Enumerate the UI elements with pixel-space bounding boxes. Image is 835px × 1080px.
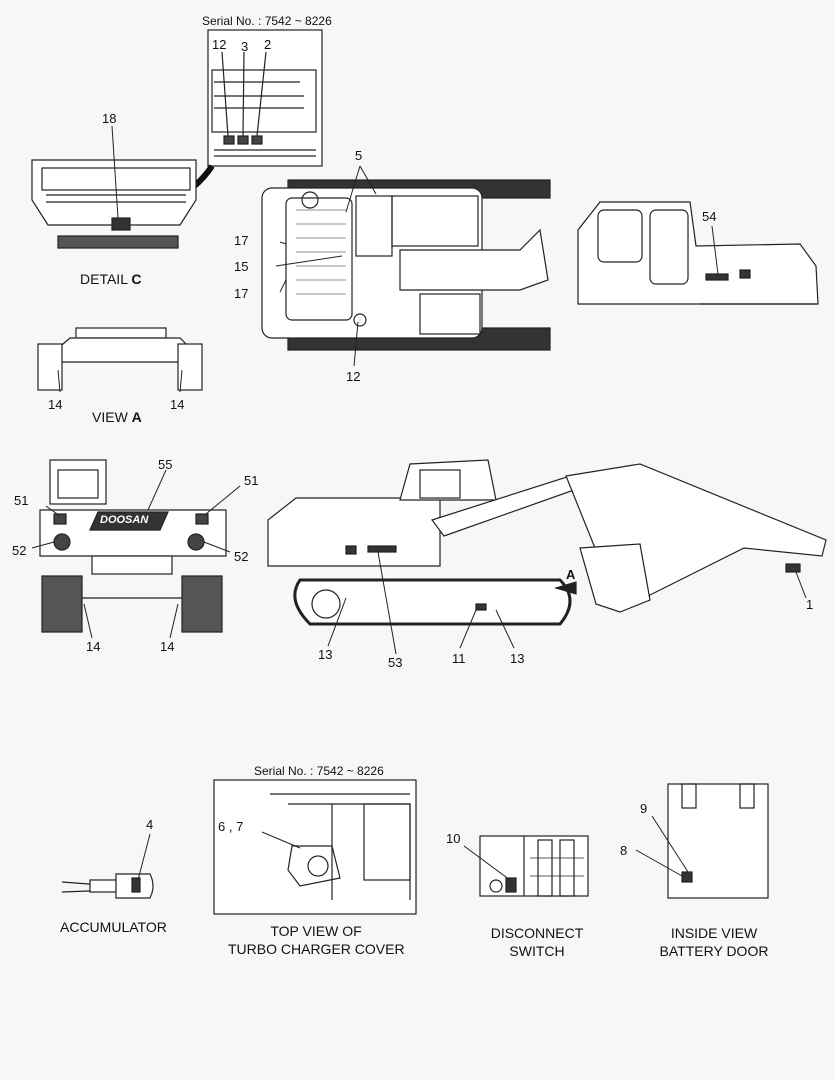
caption-disconnect-switch: DISCONNECT SWITCH <box>484 924 590 960</box>
callout-view-a-14a: 14 <box>48 397 63 412</box>
callout-inset-12: 12 <box>212 37 227 52</box>
turbo-cover-drawing <box>213 779 417 915</box>
callout-4: 4 <box>146 817 154 832</box>
callout-54: 54 <box>702 209 717 224</box>
callout-51b: 51 <box>244 473 259 488</box>
rear-view-drawing <box>31 459 241 639</box>
callout-top-17b: 17 <box>234 286 249 301</box>
callout-51a: 51 <box>14 493 29 508</box>
side-cab-drawing <box>577 201 819 305</box>
callout-view-a-14b: 14 <box>170 397 185 412</box>
callout-6-7: 6 , 7 <box>218 819 244 834</box>
callout-13b: 13 <box>510 651 525 666</box>
excavator-side-drawing <box>267 459 827 655</box>
top-view-drawing <box>261 165 551 367</box>
serial-number-top: Serial No. : 7542 ~ 8226 <box>202 14 332 28</box>
view-a-drawing <box>37 327 203 393</box>
callout-top-17a: 17 <box>234 233 249 248</box>
battery-door-drawing <box>635 783 769 899</box>
callout-52b: 52 <box>234 549 249 564</box>
callout-rear-14a: 14 <box>86 639 101 654</box>
callout-inset-3: 3 <box>241 39 249 54</box>
caption-view-a: VIEW A <box>92 408 142 426</box>
accumulator-drawing <box>61 833 154 899</box>
callout-top-5: 5 <box>355 148 363 163</box>
callout-11: 11 <box>452 651 466 666</box>
caption-turbo-line1: TOP VIEW OF <box>270 923 362 939</box>
caption-detail-c-letter: C <box>131 271 142 287</box>
serial-number-turbo: Serial No. : 7542 ~ 8226 <box>254 764 384 778</box>
caption-disconnect-line2: SWITCH <box>509 943 565 960</box>
callout-8: 8 <box>620 843 628 858</box>
caption-accumulator: ACCUMULATOR <box>60 919 167 935</box>
caption-battery-line1: INSIDE VIEW <box>670 925 758 941</box>
callout-inset-2: 2 <box>264 37 272 52</box>
caption-disconnect-line1: DISCONNECT <box>490 925 584 941</box>
callout-55: 55 <box>158 457 173 472</box>
callout-18: 18 <box>102 111 117 126</box>
caption-turbo-line2: TURBO CHARGER COVER <box>228 941 405 958</box>
caption-battery-door: INSIDE VIEW BATTERY DOOR <box>656 924 772 960</box>
caption-view-a-letter: A <box>131 409 142 425</box>
callout-top-15: 15 <box>234 259 249 274</box>
callout-10: 10 <box>446 831 461 846</box>
disconnect-switch-drawing <box>463 835 589 897</box>
caption-detail-c: DETAIL C <box>80 270 141 288</box>
brand-logo-text: DOOSAN <box>100 514 149 526</box>
callout-52a: 52 <box>12 543 27 558</box>
caption-view-a-text: VIEW <box>92 409 128 425</box>
detail-c-drawing <box>31 125 197 249</box>
callout-53: 53 <box>388 655 403 670</box>
callout-top-12: 12 <box>346 369 361 384</box>
serial-inset-box <box>207 29 323 167</box>
caption-battery-line2: BATTERY DOOR <box>659 943 769 960</box>
callout-9: 9 <box>640 801 648 816</box>
callout-rear-14b: 14 <box>160 639 175 654</box>
view-arrow-a-label: A <box>566 567 576 582</box>
caption-detail-c-text: DETAIL <box>80 271 128 287</box>
callout-1: 1 <box>806 597 814 612</box>
callout-13a: 13 <box>318 647 333 662</box>
caption-turbo-cover: TOP VIEW OF TURBO CHARGER COVER <box>228 922 405 958</box>
